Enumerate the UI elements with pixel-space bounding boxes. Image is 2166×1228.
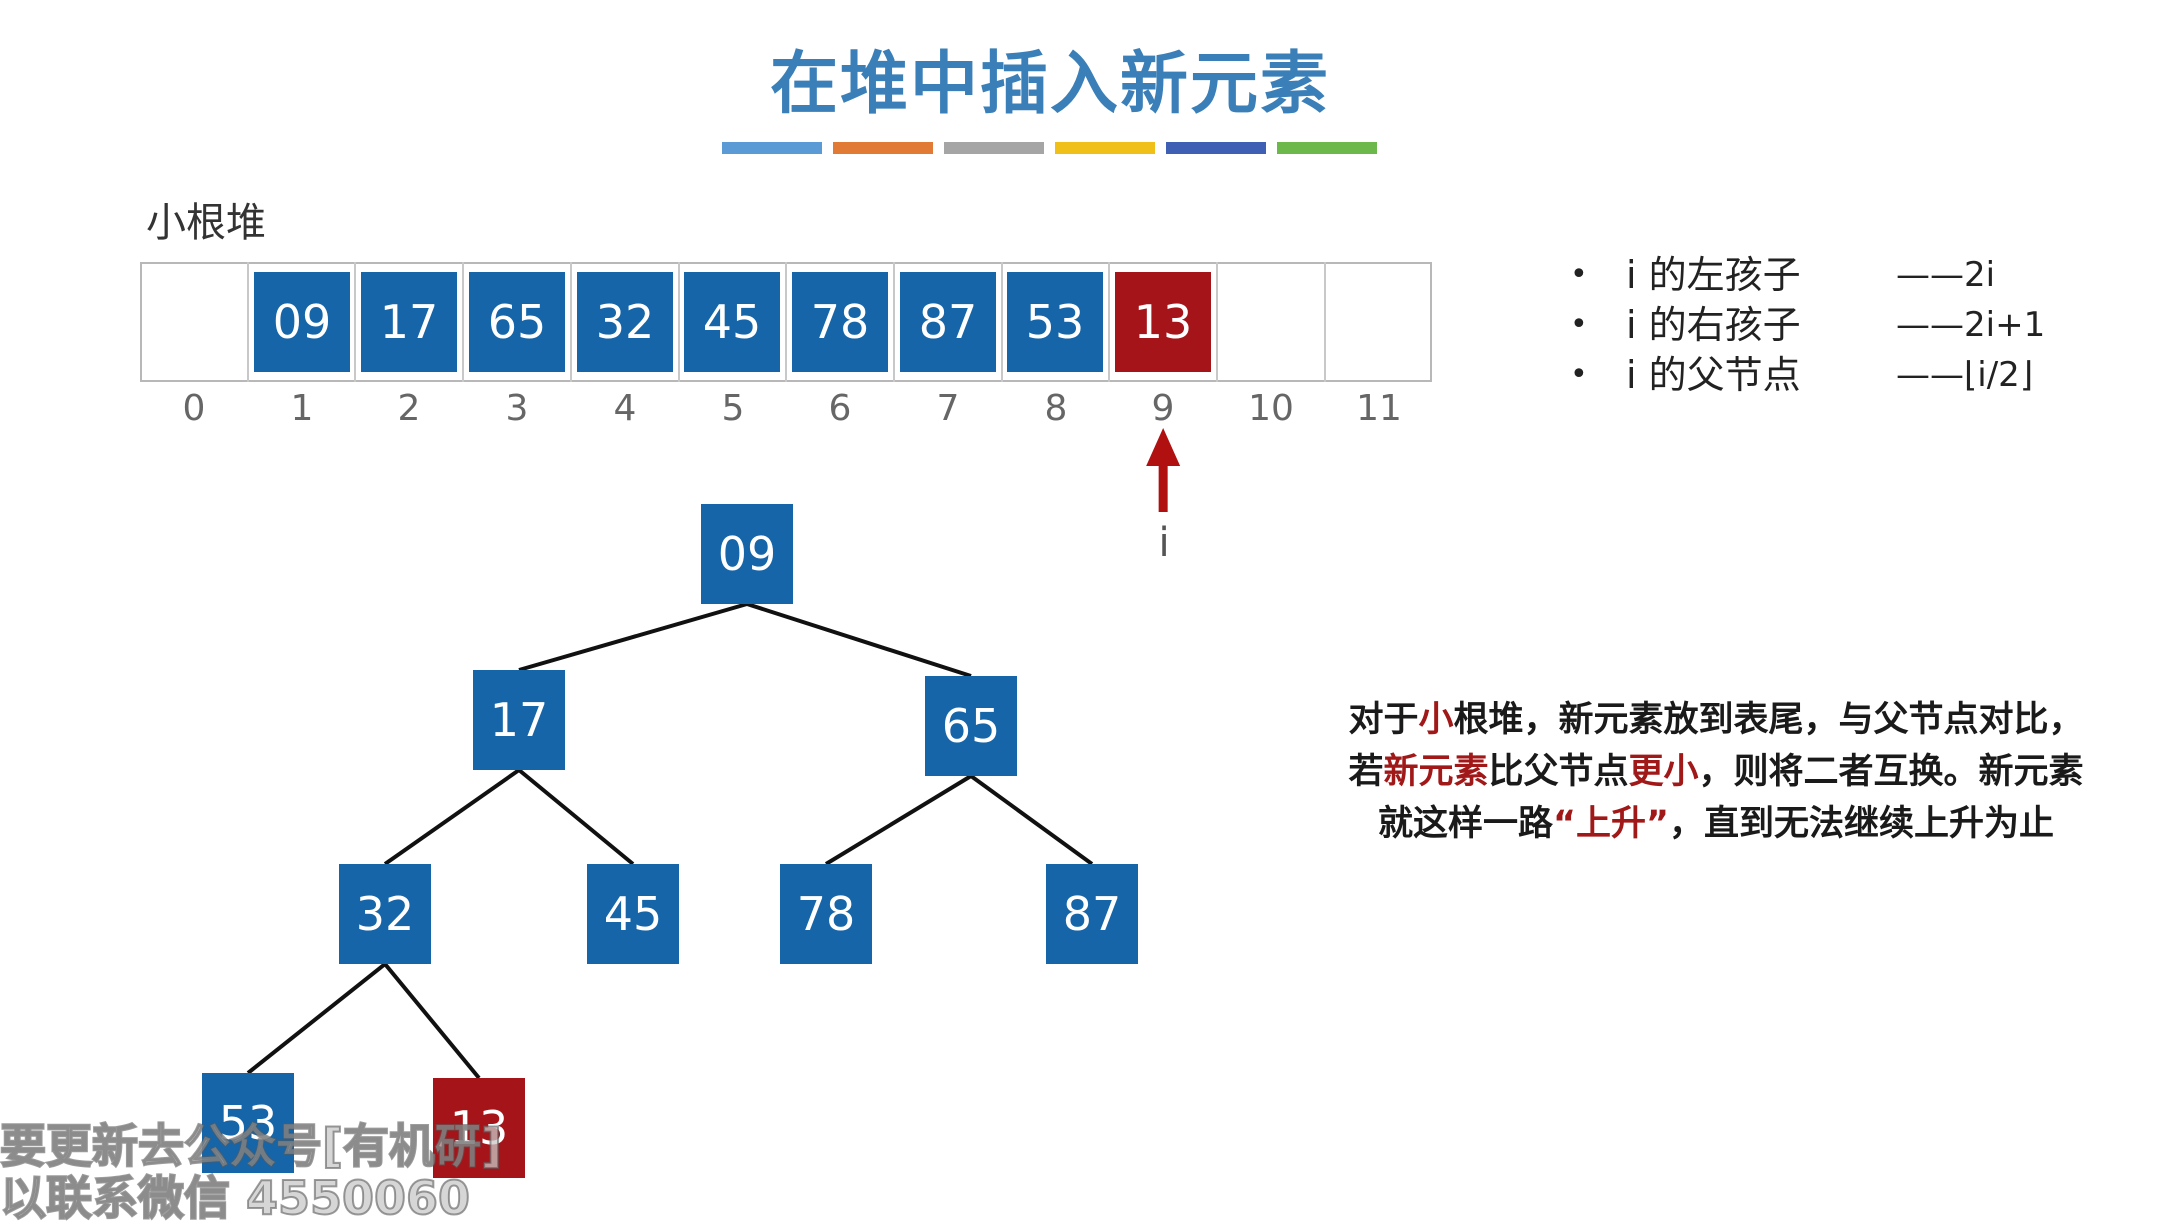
array-cell: 78	[792, 272, 888, 372]
array-divider	[893, 262, 895, 382]
explanation-segment: 比父节点	[1488, 752, 1629, 792]
array-index-label: 6	[828, 388, 852, 429]
color-bar	[1166, 142, 1266, 154]
bullet-icon: •	[1570, 307, 1588, 342]
array-cell: 32	[577, 272, 673, 372]
highlighted-text: 小	[1418, 700, 1454, 740]
formula-value: ——2i	[1896, 255, 1996, 295]
tree-node: 53	[202, 1073, 294, 1173]
array-index-label: 4	[613, 388, 637, 429]
pointer-arrow	[1146, 428, 1181, 512]
explanation-segment: 对于	[1348, 700, 1419, 740]
color-bar	[833, 142, 933, 154]
heap-label: 小根堆	[146, 200, 266, 246]
tree-node: 65	[925, 676, 1017, 776]
array-index-label: 3	[505, 388, 529, 429]
array-cell: 45	[684, 272, 780, 372]
array-divider	[785, 262, 787, 382]
color-bar	[1277, 142, 1377, 154]
array-index-label: 5	[721, 388, 745, 429]
formula-label: i 的左孩子	[1626, 253, 1801, 297]
tree-edge	[383, 962, 481, 1080]
explanation-segment: ，直到无法继续上升为止	[1669, 804, 2055, 844]
tree-edge	[383, 768, 521, 866]
array-divider	[247, 262, 249, 382]
array-index-label: 1	[290, 388, 314, 429]
tree-edge	[969, 774, 1094, 866]
bullet-icon: •	[1570, 257, 1588, 292]
explanation-line-3: 就这样一路“上升”，直到无法继续上升为止	[1296, 798, 2136, 850]
array-cell: 87	[900, 272, 996, 372]
bullet-icon: •	[1570, 357, 1588, 392]
explanation-segment: 根堆，新元素放到表尾，与父节点对比，	[1453, 700, 2084, 740]
array-divider	[1324, 262, 1326, 382]
array-index-label: 11	[1356, 388, 1402, 429]
tree-edge	[824, 774, 973, 866]
array-cell: 65	[469, 272, 565, 372]
array-cell: 13	[1115, 272, 1211, 372]
explanation-text: 对于小根堆，新元素放到表尾，与父节点对比， 若新元素比父节点更小，则将二者互换。…	[1296, 694, 2136, 850]
tree-edges	[246, 602, 1094, 1080]
tree-edge	[517, 768, 635, 866]
tree-edge	[746, 602, 972, 678]
array-divider	[1216, 262, 1218, 382]
array-index-label: 2	[397, 388, 421, 429]
pointer-arrow-head	[1146, 428, 1181, 466]
array-divider	[1108, 262, 1110, 382]
array-divider	[1001, 262, 1003, 382]
array-index-label: 8	[1044, 388, 1068, 429]
array-divider	[462, 262, 464, 382]
watermark-line-2: 以联系微信 4550060	[0, 1170, 471, 1226]
formula-label: i 的右孩子	[1626, 303, 1801, 347]
array-cell: 17	[361, 272, 457, 372]
explanation-segment: 就这样一路	[1377, 804, 1553, 844]
tree-edge	[518, 602, 748, 672]
highlighted-text: “上升”	[1552, 804, 1669, 844]
explanation-line-2: 若新元素比父节点更小，则将二者互换。新元素	[1296, 746, 2136, 798]
array-divider	[678, 262, 680, 382]
tree-node: 09	[701, 504, 793, 604]
tree-node: 32	[339, 864, 431, 964]
color-bar	[1055, 142, 1155, 154]
highlighted-text: 新元素	[1383, 752, 1489, 792]
array-cell: 09	[254, 272, 350, 372]
array-index-label: 10	[1248, 388, 1294, 429]
array-divider	[570, 262, 572, 382]
formula-value: ——2i+1	[1896, 305, 2046, 345]
color-bar	[722, 142, 822, 154]
array-index-label: 7	[936, 388, 960, 429]
color-bar	[944, 142, 1044, 154]
tree-node: 13	[433, 1078, 525, 1178]
tree-node: 17	[473, 670, 565, 770]
array-index-label: 0	[182, 388, 206, 429]
formula-label: i 的父节点	[1626, 353, 1801, 397]
tree-node: 78	[780, 864, 872, 964]
explanation-segment: 若	[1348, 752, 1384, 792]
explanation-line-1: 对于小根堆，新元素放到表尾，与父节点对比，	[1296, 694, 2136, 746]
explanation-segment: ，则将二者互换。新元素	[1698, 752, 2084, 792]
pointer-label: i	[1158, 520, 1170, 566]
tree-node: 87	[1046, 864, 1138, 964]
tree-node: 45	[587, 864, 679, 964]
highlighted-text: 更小	[1628, 752, 1699, 792]
watermark-line-1: 要更新去公众号[有机研]	[0, 1118, 503, 1174]
array-cell: 53	[1007, 272, 1103, 372]
formula-value: ——⌊i/2⌋	[1896, 355, 2034, 395]
array-divider	[354, 262, 356, 382]
array-index-label: 9	[1151, 388, 1175, 429]
tree-edge	[246, 962, 387, 1075]
page-title: 在堆中插入新元素	[769, 45, 1330, 124]
